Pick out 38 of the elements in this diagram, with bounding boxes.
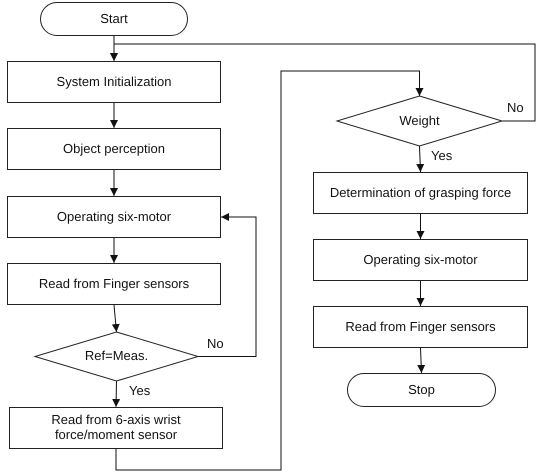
arrow	[112, 380, 120, 408]
node-label: Weight	[399, 114, 440, 128]
node-label: Read from Finger sensors	[345, 320, 496, 334]
edge-label: No	[206, 337, 225, 352]
arrow	[416, 146, 424, 172]
arrow	[110, 44, 536, 122]
process-box	[313, 306, 528, 348]
arrow	[116, 70, 424, 470]
edge-label: Yes	[128, 384, 152, 398]
decision-diamond	[337, 96, 502, 146]
node-label: Operating six-motor	[56, 210, 172, 224]
process-box	[7, 196, 221, 238]
node-label: Operating six-motor	[363, 252, 478, 268]
edge-label: No	[506, 101, 525, 116]
node-label: Stop	[408, 382, 435, 398]
arrow	[416, 214, 424, 240]
node-label: Start	[100, 12, 128, 26]
node-label: Read from 6-axis wrist force/moment sensor	[50, 413, 182, 443]
edge-label: Yes	[430, 149, 454, 164]
node-label: System Initialization	[56, 74, 172, 90]
node-label: Read from Finger sensors	[38, 276, 190, 292]
node-label: Ref=Meas.	[84, 349, 148, 364]
arrow	[198, 213, 256, 357]
process-box	[313, 239, 528, 281]
process-box	[313, 172, 528, 214]
arrow	[417, 348, 426, 374]
arrow	[112, 304, 120, 332]
process-box	[7, 263, 221, 305]
node-label: Determination of grasping force	[330, 186, 512, 200]
node-label: Object perception	[63, 142, 165, 156]
arrow	[110, 238, 118, 264]
arrow	[110, 102, 118, 128]
process-box	[7, 61, 221, 103]
arrow	[416, 280, 424, 306]
process-box	[7, 128, 221, 170]
arrow	[110, 170, 118, 196]
process-box	[9, 407, 223, 449]
decision-diamond	[35, 332, 198, 381]
